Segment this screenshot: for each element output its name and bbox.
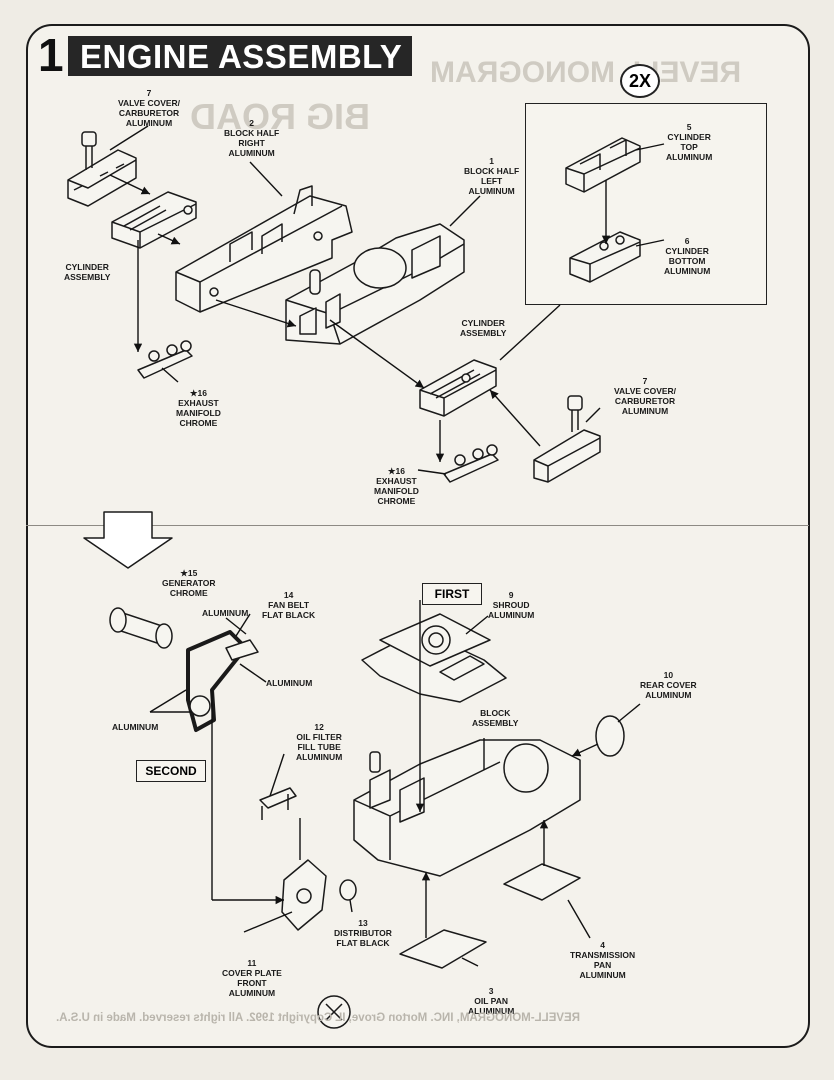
cylinder-assembly-center-part <box>419 359 497 417</box>
label-cover-plate: 11 COVER PLATE FRONT ALUMINUM <box>222 958 282 998</box>
distributor-part <box>339 879 357 901</box>
label-exhaust-left: ★16 EXHAUST MANIFOLD CHROME <box>176 388 221 428</box>
label-valve-cover-left: 7 VALVE COVER/ CARBURETOR ALUMINUM <box>118 88 181 128</box>
block-half-right-part <box>175 185 353 313</box>
label-distributor: 13 DISTRIBUTOR FLAT BLACK <box>334 918 392 948</box>
label-oil-pan: 3 OIL PAN ALUMINUM <box>468 986 515 1016</box>
label-exhaust-center: ★16 EXHAUST MANIFOLD CHROME <box>374 466 419 506</box>
label-rear-cover: 10 REAR COVER ALUMINUM <box>640 670 697 700</box>
step-title: ENGINE ASSEMBLY <box>68 36 412 76</box>
valve-cover-right-part <box>533 395 601 483</box>
exhaust-manifold-left-part <box>137 340 193 379</box>
label-oil-filter: 12 OIL FILTER FILL TUBE ALUMINUM <box>296 722 343 762</box>
label-shroud: 9 SHROUD ALUMINUM <box>488 590 535 620</box>
cylinder-assembly-left-part <box>111 191 197 249</box>
label-cylinder-assembly-center: CYLINDER ASSEMBLY <box>460 318 507 338</box>
label-aluminum-3: ALUMINUM <box>112 722 159 732</box>
label-block-assembly: BLOCK ASSEMBLY <box>472 708 519 728</box>
fold-line <box>26 525 809 526</box>
multiplier-badge: 2X <box>620 64 660 98</box>
cover-plate-part <box>281 859 327 931</box>
first-tag: FIRST <box>422 583 482 605</box>
oil-pan-part <box>399 929 487 969</box>
label-valve-cover-right: 7 VALVE COVER/ CARBURETOR ALUMINUM <box>614 376 677 416</box>
label-fan-belt: 14 FAN BELT FLAT BLACK <box>262 590 316 620</box>
label-cylinder-bottom: 6 CYLINDER BOTTOM ALUMINUM <box>664 236 711 276</box>
label-block-half-left: 1 BLOCK HALF LEFT ALUMINUM <box>464 156 520 196</box>
exhaust-manifold-center-part <box>443 444 499 483</box>
cylinder-top-part <box>565 137 641 193</box>
cylinder-inset-box <box>525 103 767 305</box>
shroud-part <box>361 613 507 703</box>
rear-cover-part <box>595 715 625 757</box>
ghost-footer: REVELL-MONOGRAM, INC. Morton Grove, IL C… <box>56 1012 580 1024</box>
transmission-pan-part <box>503 863 581 901</box>
label-block-half-right: 2 BLOCK HALF RIGHT ALUMINUM <box>224 118 280 158</box>
cylinder-bottom-part <box>569 231 641 283</box>
block-assembly-part <box>353 739 581 877</box>
label-transmission-pan: 4 TRANSMISSION PAN ALUMINUM <box>570 940 636 980</box>
valve-cover-left-part <box>67 131 137 207</box>
oil-filter-tube-part <box>259 787 297 820</box>
label-cylinder-top: 5 CYLINDER TOP ALUMINUM <box>666 122 713 162</box>
label-aluminum-1: ALUMINUM <box>202 608 249 618</box>
block-half-left-part <box>285 223 465 345</box>
down-arrow-icon <box>83 511 173 569</box>
fan-belt-part <box>186 630 259 732</box>
second-tag: SECOND <box>136 760 206 782</box>
label-aluminum-2: ALUMINUM <box>266 678 313 688</box>
generator-part <box>109 607 173 649</box>
step-number: 1 <box>38 29 64 81</box>
label-cylinder-assembly-left: CYLINDER ASSEMBLY <box>64 262 111 282</box>
label-generator: ★15 GENERATOR CHROME <box>162 568 216 598</box>
